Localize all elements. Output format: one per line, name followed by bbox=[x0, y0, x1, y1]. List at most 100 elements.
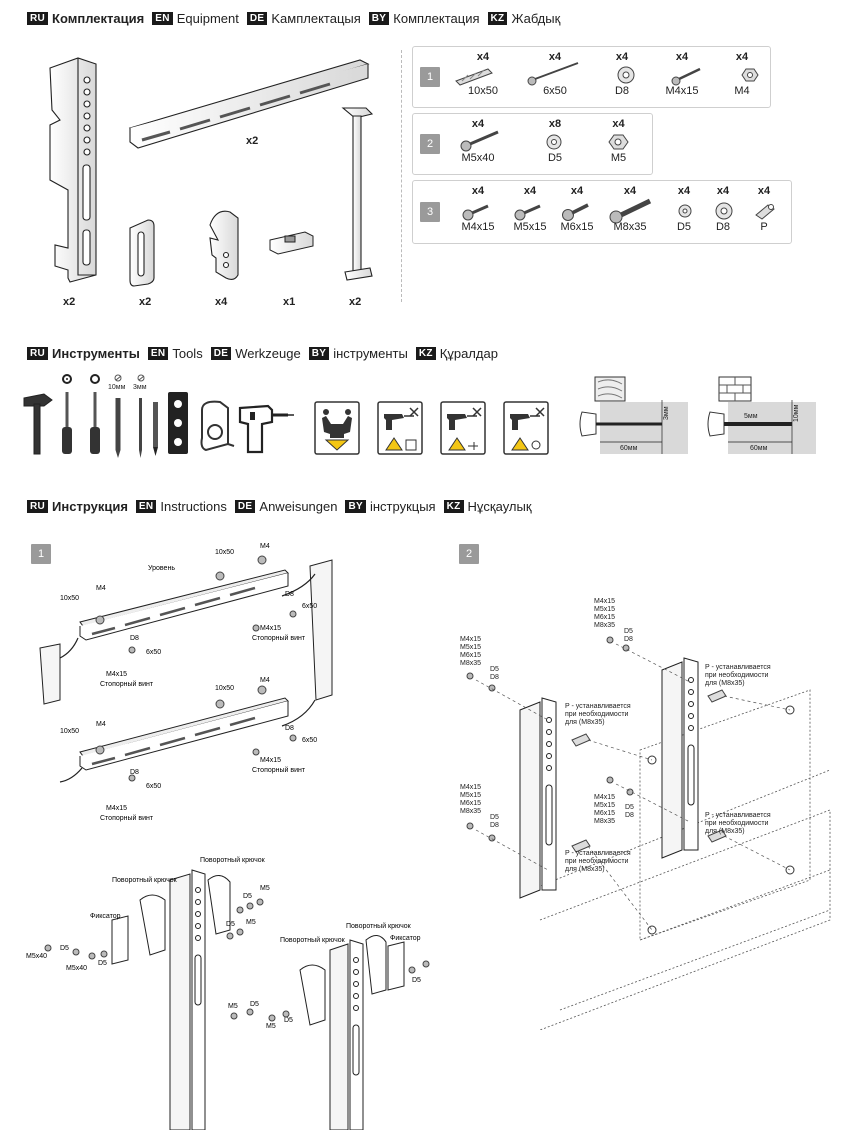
two-person-warning-icon bbox=[314, 401, 360, 455]
strut-qty: x2 bbox=[349, 296, 362, 308]
lang-badge: RU bbox=[27, 346, 49, 360]
label-clamp-a: Фиксатор bbox=[90, 913, 121, 920]
tape-measure-icon bbox=[200, 400, 235, 452]
rotate-arrow-icon bbox=[59, 767, 83, 783]
tv-panel-outline bbox=[639, 689, 811, 941]
step2-p-note-right-lower: P - устанавливается при необходимости дл… bbox=[705, 812, 771, 835]
label-10x50-a: 10x50 bbox=[215, 549, 234, 556]
no-drill-water-warning-icon bbox=[440, 401, 486, 455]
step2-screw-list-top: M4x15 M5x15 M6x15 M8x35 bbox=[594, 598, 616, 629]
hardware-box-2-badge: 2 bbox=[420, 134, 440, 154]
step2-p-note-right-upper: P - устанавливается при необходимости дл… bbox=[705, 664, 771, 687]
lang-badge: EN bbox=[152, 11, 173, 25]
upper-rail-assembly bbox=[39, 559, 333, 705]
kit-title-de: Kамплектацыя bbox=[271, 10, 361, 26]
tools-title-by: інструменты bbox=[333, 345, 408, 361]
label-6x50-c: 6x50 bbox=[302, 737, 317, 744]
instructions-title-en: Instructions bbox=[160, 498, 227, 514]
instructions-title-by: інструкцыя bbox=[369, 498, 436, 514]
step2-p-note-center-upper: P - устанавливается при необходимости дл… bbox=[565, 703, 631, 726]
kit-header: RU Комплектация EN Equipment DE Kамплект… bbox=[27, 9, 560, 27]
label-d5-f: D5 bbox=[250, 1001, 259, 1008]
wall-rail-icon bbox=[128, 59, 370, 149]
drill-bit-3-icon: 3мм bbox=[133, 374, 147, 458]
instructions-title-de: Anweisungen bbox=[259, 498, 338, 514]
wood-screw-icon bbox=[527, 62, 579, 86]
step2-screw-list-left-lower: M4x15 M5x15 M6x15 M8x35 bbox=[460, 784, 482, 815]
label-m4-b: M4 bbox=[96, 585, 106, 592]
label-d8-d: D8 bbox=[130, 769, 139, 776]
bubble-level-icon bbox=[168, 392, 188, 454]
label-m4x15-c: M4x15 bbox=[260, 757, 281, 764]
rail-qty: x2 bbox=[246, 135, 259, 147]
level-qty: x1 bbox=[283, 296, 296, 308]
dowel-icon bbox=[455, 68, 493, 86]
label-m4x15-b: M4x15 bbox=[106, 671, 127, 678]
brick-depth-label: 60мм bbox=[750, 445, 768, 452]
lower-rail-assembly bbox=[79, 697, 289, 771]
lang-badge: BY bbox=[345, 499, 366, 513]
washer-d8-icon bbox=[617, 66, 635, 84]
kit-title-kz: Жабдық bbox=[511, 10, 561, 26]
label-m5x40-a: M5x40 bbox=[26, 953, 47, 960]
pencil-icon bbox=[153, 402, 158, 456]
label-10x50-d: 10x50 bbox=[60, 728, 79, 735]
lang-badge: KZ bbox=[443, 499, 464, 513]
kit-title-by: Комплектация bbox=[393, 10, 480, 26]
lang-badge: DE bbox=[210, 346, 232, 360]
support-strut-icon bbox=[341, 107, 374, 281]
label-d5-g: D5 bbox=[284, 1017, 293, 1024]
label-6x50-a: 6x50 bbox=[302, 603, 317, 610]
hardware-box-1-badge: 1 bbox=[420, 67, 440, 87]
label-m4-d: M4 bbox=[96, 721, 106, 728]
washer-d8-icon bbox=[715, 202, 733, 220]
label-6x50-b: 6x50 bbox=[146, 649, 161, 656]
screw-m5x40-icon bbox=[460, 130, 499, 152]
label-stop-screw-c: Стопорный винт bbox=[252, 766, 306, 774]
flat-screwdriver-icon bbox=[90, 374, 100, 454]
instructions-title-ru: Инструкция bbox=[52, 498, 128, 514]
instructions-header: RU Инструкция EN Instructions DE Anweisu… bbox=[27, 497, 532, 515]
label-clamp-b: Фиксатор bbox=[390, 935, 421, 942]
box1-fasteners bbox=[455, 62, 759, 86]
label-swivel-hook-a: Поворотный крючок bbox=[200, 856, 266, 864]
hardware-box-3-badge: 3 bbox=[420, 202, 440, 222]
brick-inner-label: 5мм bbox=[744, 413, 758, 420]
nut-m4-icon bbox=[741, 68, 759, 82]
label-m4-a: M4 bbox=[260, 543, 270, 550]
instructions-title-kz: Нұсқаулық bbox=[467, 498, 532, 514]
label-d5-d: D5 bbox=[226, 921, 235, 928]
label-swivel-hook-c: Поворотный крючок bbox=[346, 922, 412, 930]
box3-fasteners bbox=[462, 198, 775, 224]
label-d5-c: D5 bbox=[243, 893, 252, 900]
hook-qty: x4 bbox=[215, 296, 228, 308]
rotate-arrow-icon bbox=[59, 637, 79, 659]
screw-m6x15-icon bbox=[562, 203, 589, 221]
kit-title-en: Equipment bbox=[176, 10, 239, 26]
label-d5-e: D5 bbox=[412, 977, 421, 984]
lang-badge: DE bbox=[246, 11, 268, 25]
screw-m8x35-icon bbox=[609, 198, 652, 224]
tools-title-de: Werkzeuge bbox=[235, 345, 301, 361]
label-d5-a: D5 bbox=[60, 945, 69, 952]
label-m5-a: M5 bbox=[260, 885, 270, 892]
step2-washers-mid: D5 D8 bbox=[625, 804, 634, 819]
label-stop-screw-d: Стопорный винт bbox=[100, 814, 154, 822]
lang-badge: EN bbox=[147, 346, 169, 360]
drill-bit-3-label: 3мм bbox=[133, 384, 147, 391]
upright-bracket-icon bbox=[49, 57, 97, 283]
label-m5-c: M5 bbox=[228, 1003, 238, 1010]
screw-m4x15-icon bbox=[462, 204, 489, 221]
label-m5x40-b: M5x40 bbox=[66, 965, 87, 972]
step-2-diagram bbox=[466, 636, 831, 1030]
